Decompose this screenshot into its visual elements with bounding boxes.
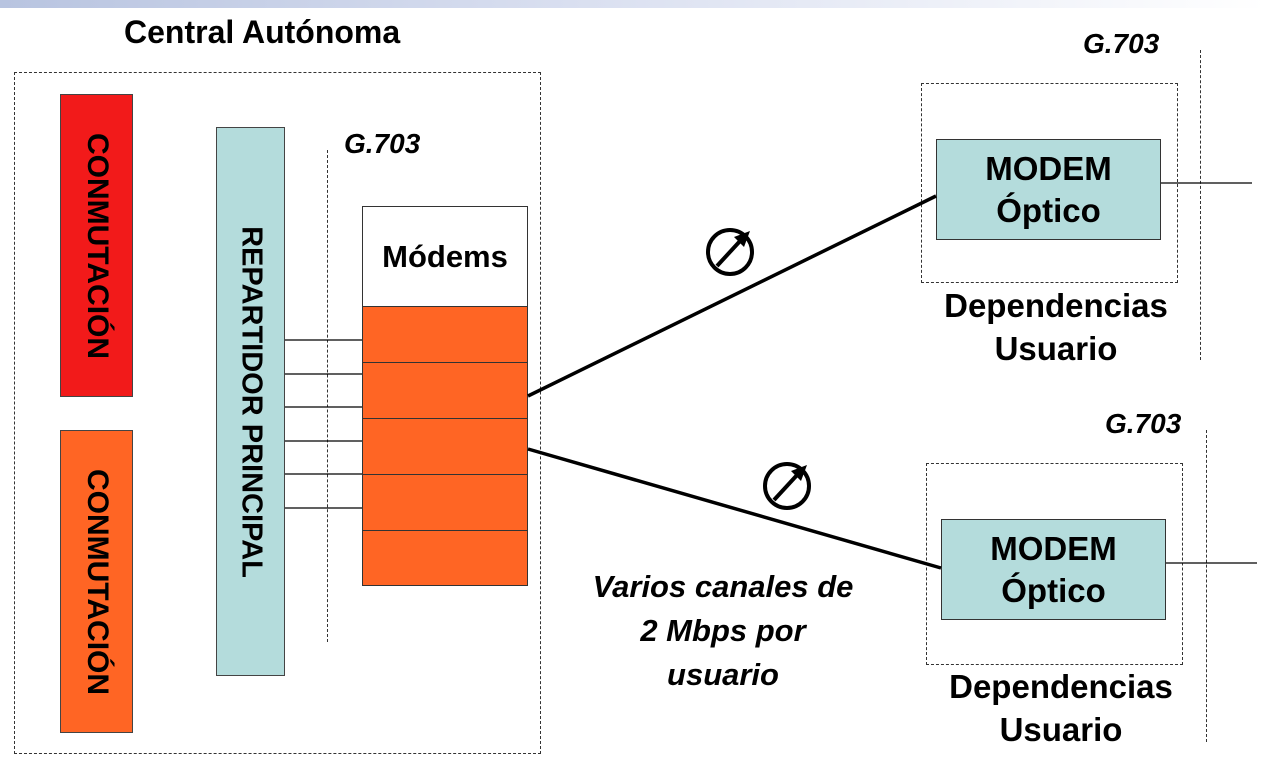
channels-note-line1: Varios canales de xyxy=(592,569,854,604)
user2-modem-line1: MODEM xyxy=(990,529,1117,567)
user2-g703-label: G.703 xyxy=(1105,408,1182,439)
user2-modem-line2: Óptico xyxy=(1001,571,1106,609)
user2-location-line2: Usuario xyxy=(999,711,1123,748)
central-interface-divider xyxy=(327,150,328,642)
modem-slot xyxy=(362,306,528,363)
user1-location-line1: Dependencias xyxy=(944,287,1168,324)
central-g703-label: G.703 xyxy=(344,128,421,159)
user2-interface-divider xyxy=(1206,430,1207,742)
fiber-optic-icon xyxy=(706,228,754,276)
main-distributor: REPARTIDOR PRINCIPAL xyxy=(216,127,285,676)
switching-block-secondary: CONMUTACIÓN xyxy=(60,430,133,733)
user1-interface-divider xyxy=(1200,50,1201,360)
modem-rack-header: Módems xyxy=(362,206,528,307)
user1-modem-line1: MODEM xyxy=(985,149,1112,187)
central-title: Central Autónoma xyxy=(124,14,401,50)
user1-location-line2: Usuario xyxy=(994,330,1118,367)
fiber-link-user2 xyxy=(527,447,942,570)
distributor-modem-links xyxy=(285,339,362,509)
user2-optical-modem: MODEM Óptico xyxy=(941,519,1166,620)
user2-location-label: Dependencias Usuario xyxy=(931,665,1191,751)
fiber-link-user1 xyxy=(527,194,937,398)
modem-slot xyxy=(362,530,528,586)
user1-optical-modem: MODEM Óptico xyxy=(936,139,1161,240)
modem-rack-label: Módems xyxy=(382,238,508,274)
user2-location-line1: Dependencias xyxy=(949,668,1173,705)
user1-modem-line2: Óptico xyxy=(996,191,1101,229)
header-gradient-bar xyxy=(0,0,1266,8)
channels-note: Varios canales de 2 Mbps por usuario xyxy=(560,565,886,697)
channels-note-line3: usuario xyxy=(667,657,779,692)
fiber-optic-icon xyxy=(763,462,811,510)
modem-rack: Módems xyxy=(362,206,528,586)
central-boundary xyxy=(14,72,541,754)
user1-location-label: Dependencias Usuario xyxy=(926,284,1186,370)
channels-note-line2: 2 Mbps por xyxy=(640,613,806,648)
user1-g703-label: G.703 xyxy=(1083,28,1160,59)
switching-block-primary: CONMUTACIÓN xyxy=(60,94,133,397)
